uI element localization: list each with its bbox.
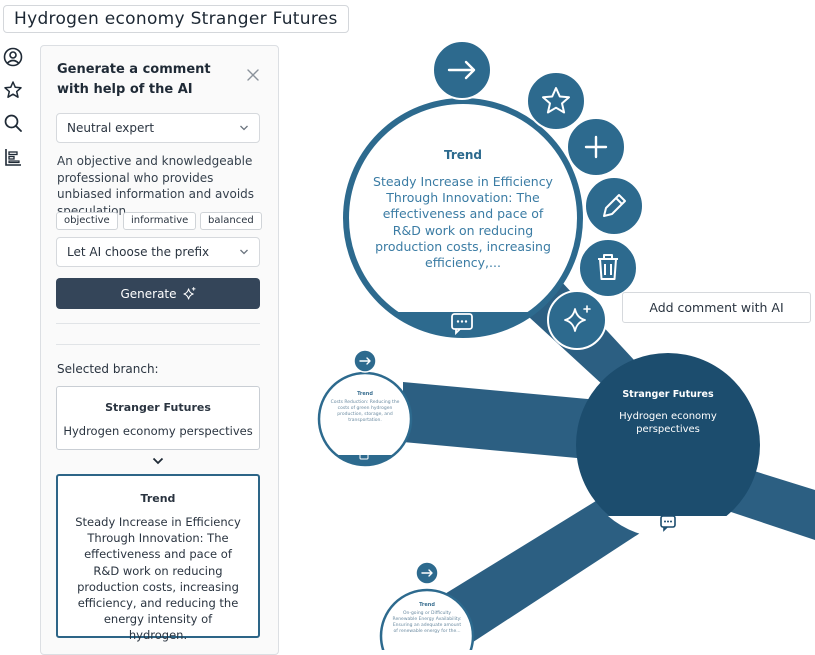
user-circle-icon xyxy=(3,47,23,67)
favorite-button[interactable] xyxy=(526,71,586,131)
persona-select-value: Neutral expert xyxy=(67,121,155,135)
left-node-circle[interactable] xyxy=(317,371,413,467)
sparkles-icon xyxy=(182,287,196,300)
panel-title: Generate a comment with help of the AI xyxy=(57,62,211,97)
branch-child-body: Steady Increase in Efficiency Through In… xyxy=(75,515,241,643)
root-node-body: Hydrogen economy perspectives xyxy=(619,411,717,435)
page-title: Hydrogen economy Stranger Futures xyxy=(3,5,349,33)
trash-icon xyxy=(598,254,618,280)
edit-button[interactable] xyxy=(584,176,644,236)
left-node-body: Costs Reduction: Reducing the costs of g… xyxy=(330,400,400,423)
branch-child-card[interactable]: Trend Steady Increase in Efficiency Thro… xyxy=(56,474,260,642)
branch-to-left-node xyxy=(403,382,620,462)
pencil-icon xyxy=(603,194,626,217)
add-button[interactable] xyxy=(566,117,626,177)
bottom-node-circle[interactable] xyxy=(379,588,475,650)
ai-comment-tooltip: Add comment with AI xyxy=(622,292,811,323)
chevron-down-icon xyxy=(240,125,248,131)
branch-child-title: Trend xyxy=(140,492,176,505)
star-icon xyxy=(4,81,22,98)
main-node-title: Trend xyxy=(443,148,483,162)
branch-parent-card[interactable]: Stranger Futures Hydrogen economy perspe… xyxy=(56,386,260,450)
navigate-button[interactable] xyxy=(432,40,492,100)
left-node-navigate-button[interactable] xyxy=(353,349,377,373)
prefix-select[interactable]: Let AI choose the prefix xyxy=(56,237,260,267)
close-icon[interactable] xyxy=(246,68,260,82)
chevron-down-icon xyxy=(152,457,164,465)
left-node-title: Trend xyxy=(357,391,373,397)
persona-select[interactable]: Neutral expert xyxy=(56,113,260,143)
rail-favorites-button[interactable] xyxy=(2,79,24,101)
branch-parent-title: Stranger Futures xyxy=(105,401,211,414)
main-node-footer xyxy=(393,312,533,336)
star-icon xyxy=(542,87,570,114)
bar-chart-icon xyxy=(5,149,21,166)
left-node-comment-icon[interactable] xyxy=(359,452,369,460)
chevron-down-icon xyxy=(240,249,248,255)
selected-branch-label: Selected branch: xyxy=(57,362,159,376)
tag-balanced: balanced xyxy=(200,212,262,230)
main-node-body: Steady Increase in Efficiency Through In… xyxy=(373,174,553,271)
tag-informative: informative xyxy=(123,212,197,230)
bottom-node-body: On-going or Difficulty Renewable Energy … xyxy=(392,611,462,634)
divider xyxy=(56,344,260,345)
tag-objective: objective xyxy=(56,212,118,230)
left-node-footer xyxy=(337,455,393,465)
delete-button[interactable] xyxy=(578,238,638,298)
branch-parent-body: Hydrogen economy perspectives xyxy=(63,424,253,438)
root-node-title: Stranger Futures xyxy=(622,389,714,400)
bottom-node-navigate-button[interactable] xyxy=(415,561,439,585)
generate-button-label: Generate xyxy=(120,286,177,301)
rail-chart-button[interactable] xyxy=(2,146,24,168)
bottom-node-title: Trend xyxy=(419,602,435,608)
persona-description: An objective and knowledgeable professio… xyxy=(57,154,255,218)
branch-to-bottom-node xyxy=(435,480,660,644)
prefix-select-value: Let AI choose the prefix xyxy=(67,245,210,259)
ai-comment-button[interactable] xyxy=(547,290,607,350)
generate-button[interactable]: Generate xyxy=(56,278,260,309)
root-node-circle[interactable] xyxy=(576,353,760,537)
rail-search-button[interactable] xyxy=(2,112,24,134)
divider xyxy=(56,323,260,324)
ai-comment-panel: Generate a comment with help of the AI N… xyxy=(40,45,279,655)
search-icon xyxy=(4,114,22,132)
rail-profile-button[interactable] xyxy=(2,46,24,68)
main-node-comment-icon[interactable] xyxy=(451,313,473,336)
sparkles-icon xyxy=(564,308,586,332)
root-node-comment-icon[interactable] xyxy=(660,515,676,532)
